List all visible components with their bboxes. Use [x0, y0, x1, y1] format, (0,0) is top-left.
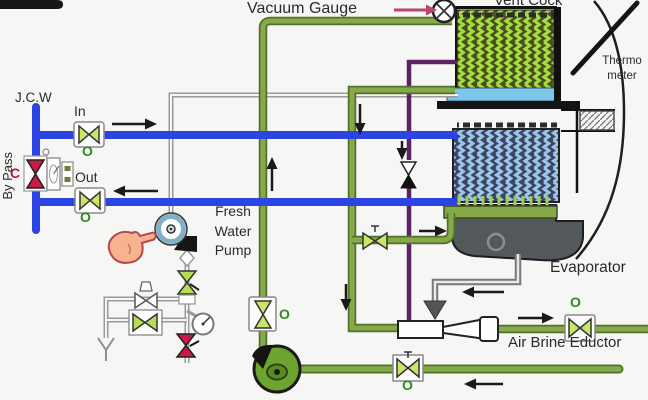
pump-discharge-valve-state: O [279, 306, 290, 322]
fresh-water-delivery-valve [176, 270, 200, 295]
sea-suction-valve-state: O [402, 377, 413, 393]
jcw-in-flow-arrow [112, 118, 157, 130]
hand-pointer-icon [107, 230, 157, 264]
air-line-down-arrow [396, 141, 408, 160]
pressure-gauge [178, 294, 215, 336]
brine-sump [451, 204, 584, 262]
sea-suction-valve [392, 351, 424, 382]
air-brine-eductor [397, 316, 499, 342]
jcw-outlet-valve [74, 187, 106, 214]
manifold-globe-valve [134, 281, 158, 310]
manifold-green-valve [128, 309, 163, 336]
condenser-section [446, 7, 561, 102]
vacuum-gauge-icon [431, 0, 457, 24]
vacuum-gauge-pointer-arrow [394, 4, 437, 16]
vessel-deck-structure [437, 101, 615, 193]
eductor-discharge-valve [564, 314, 596, 342]
eductor-discharge-valve-state: O [570, 294, 581, 310]
air-brine-eductor-label: Air Brine Eductor [508, 334, 622, 351]
thermometer-icon [570, 0, 640, 76]
ejector-pump [252, 344, 302, 394]
jcw-inlet-valve [73, 121, 105, 148]
bypass-valve-state: C [10, 165, 21, 181]
video-overlay-bar [0, 0, 63, 9]
feed-water-distributor [443, 196, 558, 219]
drain-funnel [97, 337, 115, 361]
outlet-valve-label: Out [75, 169, 98, 185]
flow-arrows [112, 104, 554, 390]
pump-outlet-fitting [179, 248, 195, 268]
brine-left-arrow [462, 286, 504, 298]
air-line-check-valve [399, 160, 418, 189]
distillate-pipe [168, 92, 458, 213]
feed-inlet-right-arrow [419, 225, 447, 237]
eductor-drive-down-arrow [340, 284, 352, 311]
bypass-valve-actuator [42, 148, 74, 191]
pump-discharge-valve [248, 296, 277, 332]
vent-cock-label: Vent Cock [494, 0, 563, 9]
sea-water-piping [258, 16, 648, 374]
sea-suction-left-arrow [464, 378, 503, 390]
pump-riser-up-arrow [266, 157, 278, 191]
thermometer-label: Thermo meter [602, 55, 642, 82]
heating-coil-section [452, 119, 560, 203]
outlet-valve-state: O [80, 209, 91, 225]
brine-suction-pipe [423, 254, 522, 320]
air-suction-pipe [406, 59, 457, 322]
eductor-discharge-right-arrow [518, 312, 554, 324]
vacuum-gauge-label: Vacuum Gauge [247, 0, 357, 17]
inlet-valve-state: O [82, 143, 93, 159]
feed-down-arrow [354, 104, 366, 135]
jcw-bypass-valve [23, 155, 48, 192]
jcw-label: J.C.W [15, 90, 52, 105]
sampling-red-valve [175, 333, 200, 358]
feed-water-valve [362, 225, 388, 251]
evaporator-label: Evaporator [550, 259, 626, 276]
fresh-water-pump-label: Fresh Water Pump [214, 203, 252, 258]
jcw-out-flow-arrow [113, 185, 158, 197]
inlet-valve-label: In [74, 103, 86, 119]
brine-inlet-arrow [423, 300, 447, 320]
fresh-water-pump [154, 212, 197, 252]
